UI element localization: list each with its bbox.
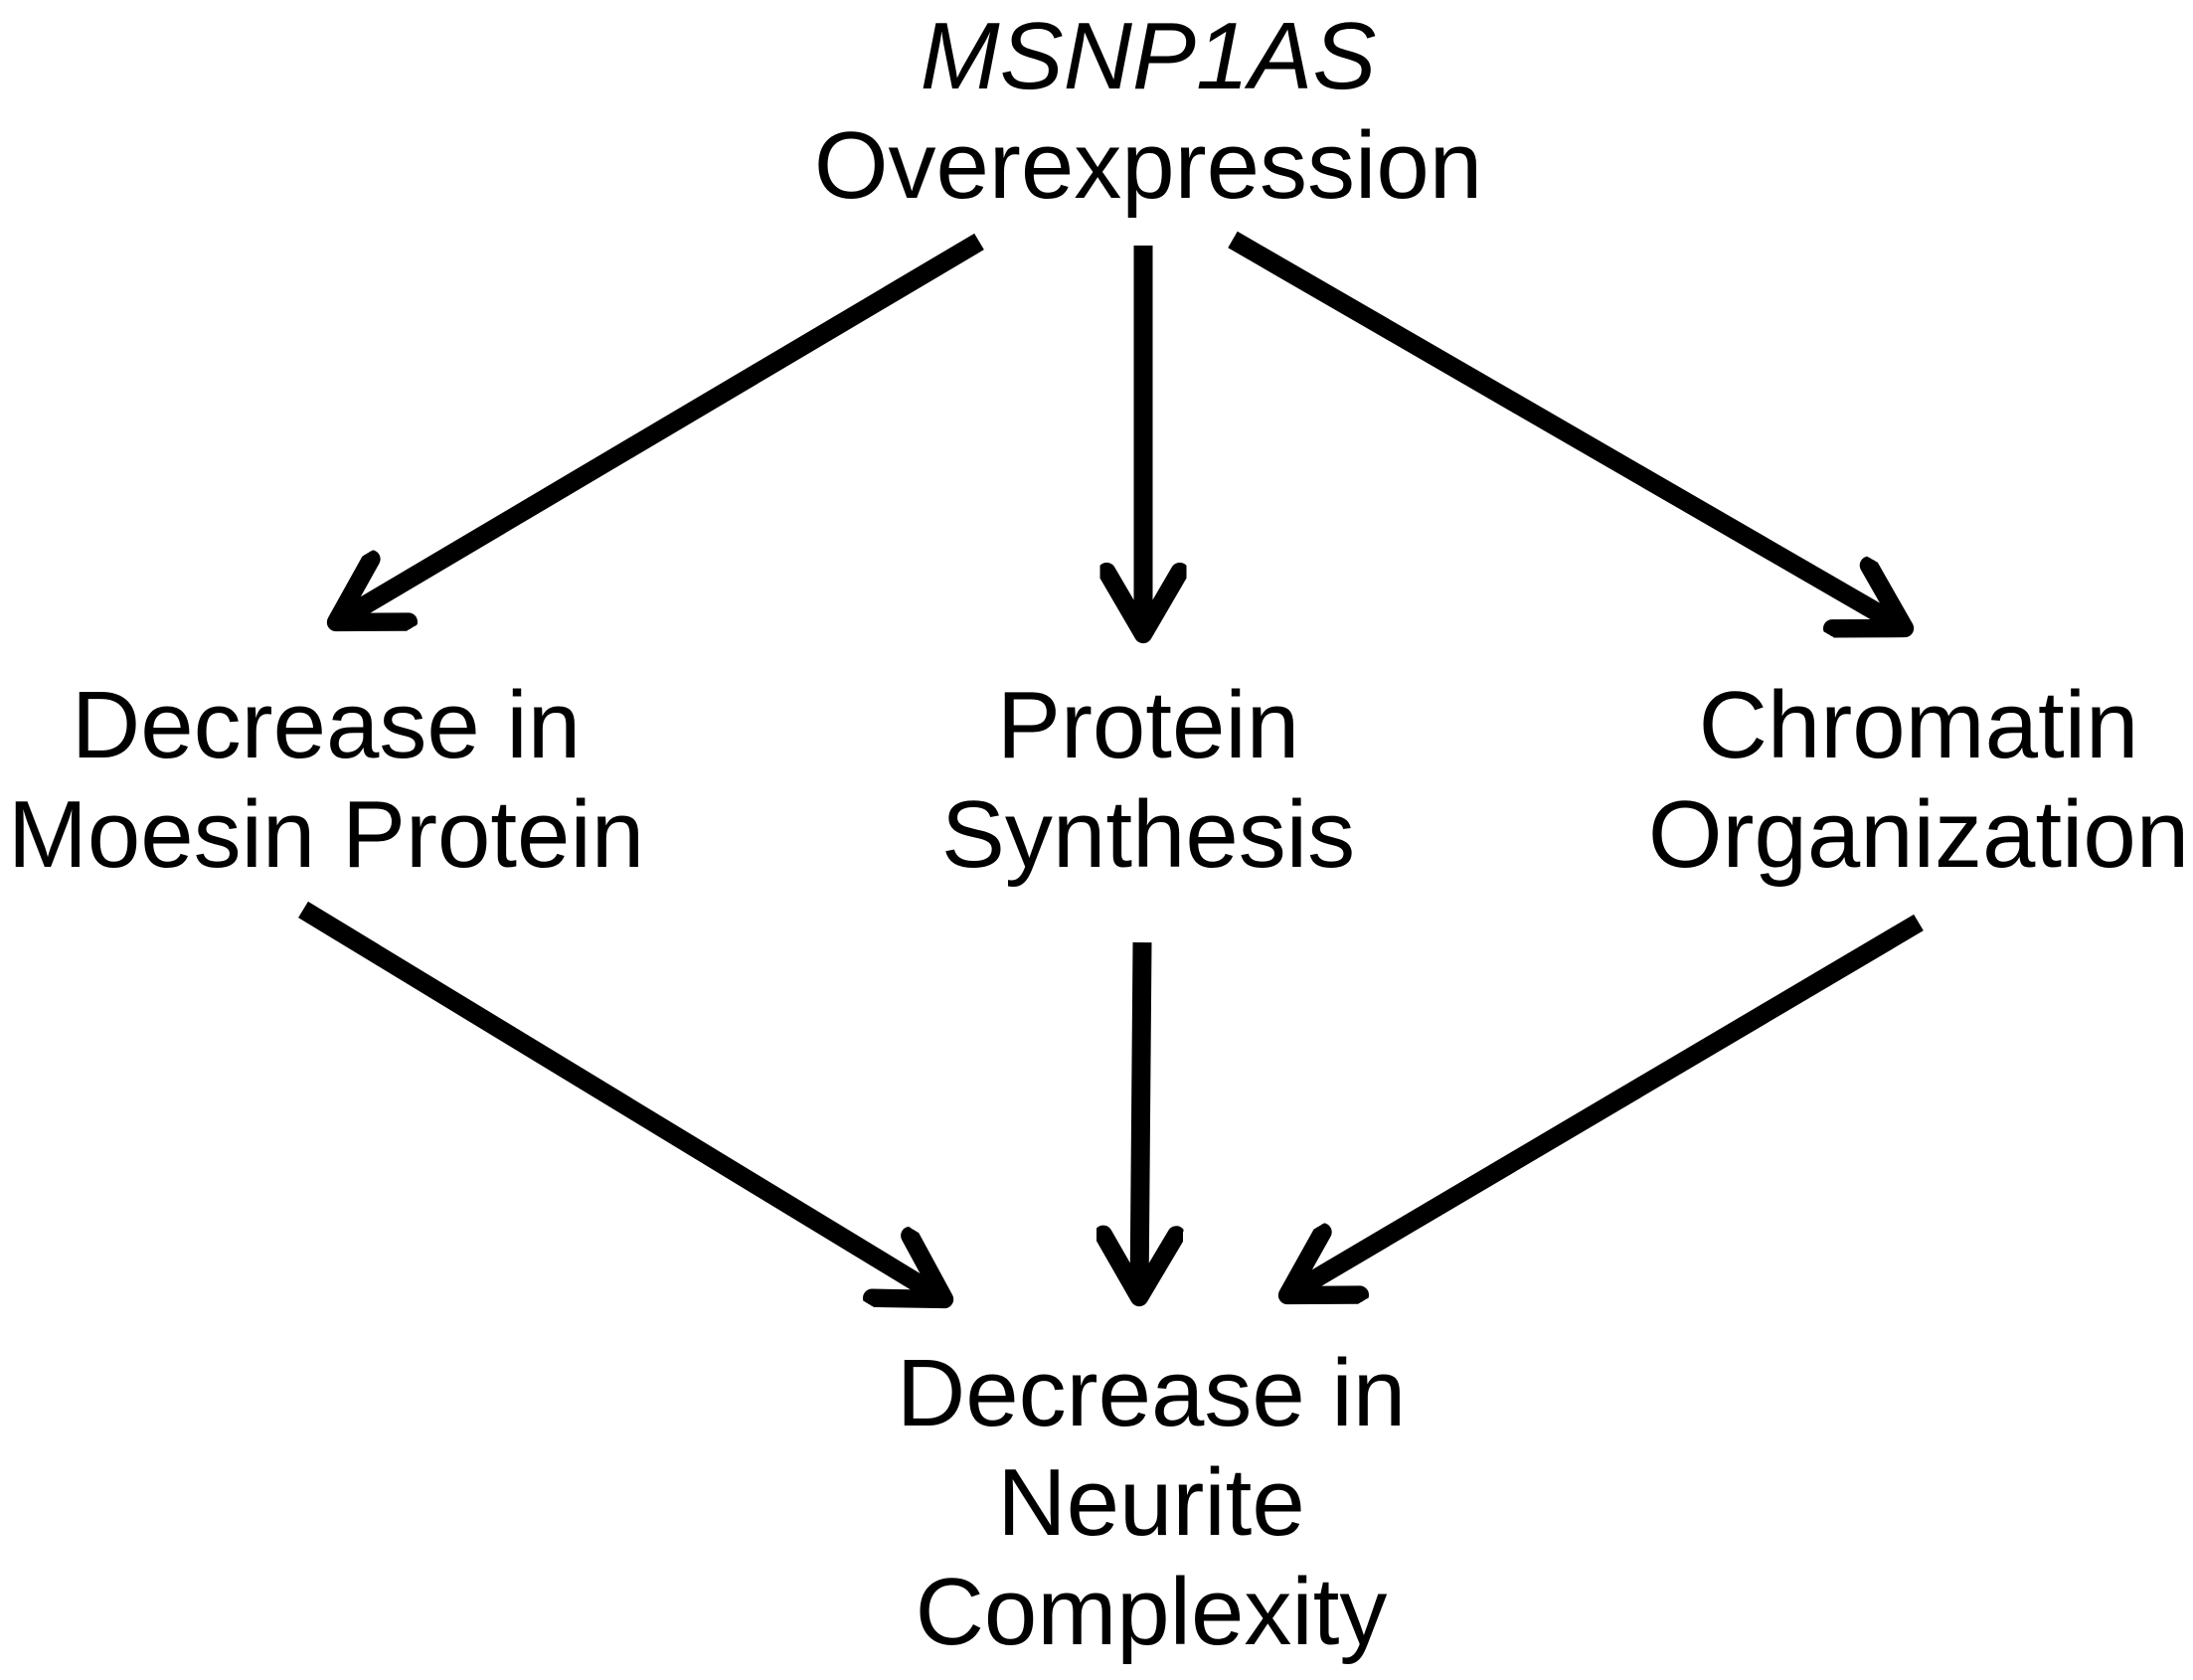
node-decrease-neurite-complexity: Decrease in Neurite Complexity [897,1339,1406,1667]
node-label-line: Decrease in [896,1340,1407,1446]
arrow-protein-synthesis-to-neurite [1139,941,1142,1297]
node-protein-synthesis: Protein Synthesis [941,671,1355,890]
node-decrease-moesin-protein: Decrease in Moesin Protein [8,671,644,890]
arrow-overexpression-to-chromatin [1228,231,1905,628]
arrow-moesin-to-neurite [298,901,944,1299]
node-label-line: Moesin Protein [7,781,645,888]
node-label-line: Synthesis [940,781,1356,888]
node-label-line: Neurite [997,1449,1305,1556]
arrow-overexpression-to-moesin [336,233,984,622]
node-label-line: Decrease in [71,672,582,778]
arrow-chromatin-to-neurite [1287,914,1924,1295]
node-label-line: Organization [1647,781,2190,888]
node-label-line: Chromatin [1698,672,2139,778]
node-label-line: Overexpression [813,112,1483,219]
node-chromatin-organization: Chromatin Organization [1648,671,2189,890]
node-msnp1as-overexpression: MSNP1AS Overexpression [814,2,1482,221]
node-label-line: Complexity [915,1559,1388,1665]
node-label-line: Protein [996,672,1300,778]
gene-name-label: MSNP1AS [920,3,1377,109]
